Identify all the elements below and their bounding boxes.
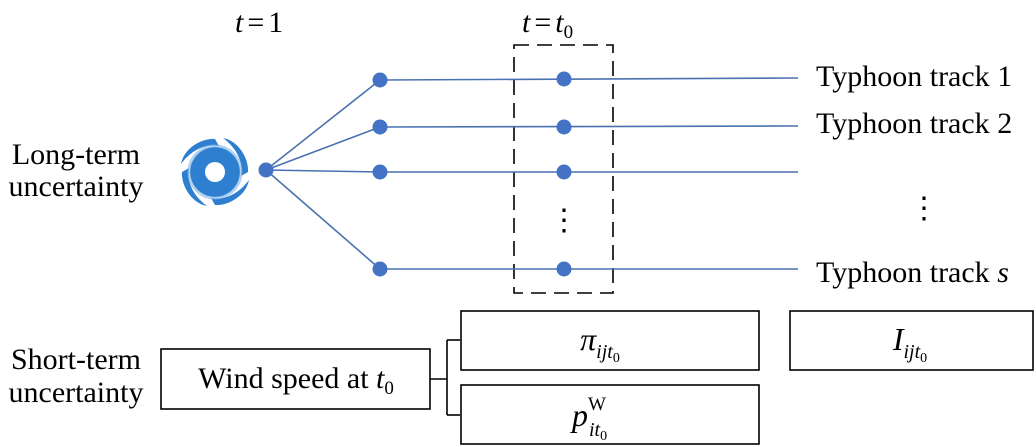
track-1-node-t0 [556, 71, 572, 87]
time-window-dashed-box [513, 44, 614, 294]
track-3-node-start [372, 164, 388, 180]
track-line-1 [379, 77, 799, 81]
typhoon-icon [181, 138, 249, 206]
long-term-label-line2: uncertainty [9, 170, 144, 203]
track-label-s: Typhoon track s [816, 256, 1009, 289]
track-2-node-t0 [556, 119, 572, 135]
pi-box [460, 310, 760, 371]
track-1-node-start [372, 72, 388, 88]
time-label-mid: t=t0 [522, 6, 573, 43]
bracket-connector [430, 339, 460, 416]
short-term-label-line1: Short-term [11, 343, 141, 376]
wind-speed-box [160, 348, 431, 410]
origin-node [258, 162, 274, 178]
wind-speed-label: Wind speed at t0 [198, 362, 394, 399]
p-subscript: it0 [589, 419, 607, 444]
track-3-node-t0 [556, 164, 572, 180]
track-s-node-t0 [556, 261, 572, 277]
branch-lines [265, 79, 381, 270]
i-box [789, 310, 1034, 371]
p-symbol: pW [570, 394, 606, 433]
pi-symbol: πijt0 [580, 321, 620, 366]
long-term-label-line1: Long-term [12, 138, 140, 171]
short-term-label-line2: uncertainty [9, 376, 144, 409]
track-2-node-start [372, 119, 388, 135]
track-line-2 [379, 125, 799, 128]
ellipsis-t0: ⋮ [549, 204, 579, 237]
track-s-node-start [372, 261, 388, 277]
track-label-2: Typhoon track 2 [816, 107, 1012, 140]
i-symbol: Iijt0 [892, 321, 927, 366]
track-label-1: Typhoon track 1 [816, 60, 1012, 93]
time-label-start: t=1 [235, 6, 283, 39]
ellipsis-tracks: ⋮ [909, 192, 939, 225]
p-box [460, 384, 760, 445]
